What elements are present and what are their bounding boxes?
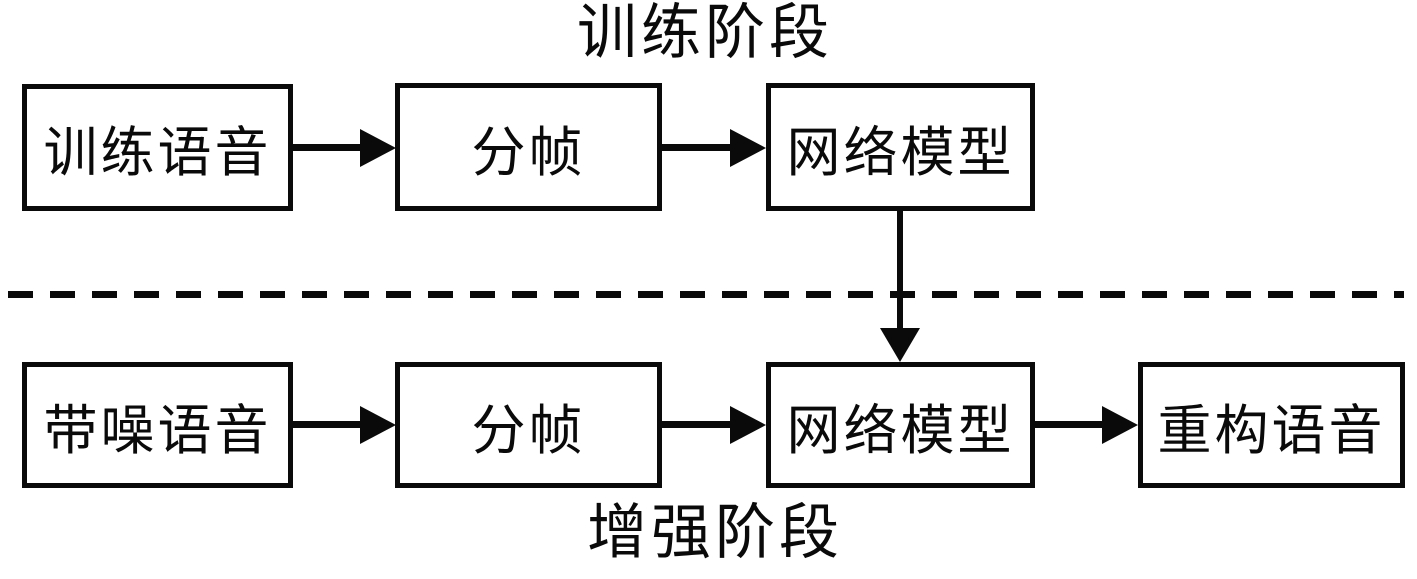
arrow-shaft <box>293 421 361 428</box>
arrowhead-right-icon <box>1102 406 1138 444</box>
node-train-speech-label: 训练语音 <box>43 123 272 183</box>
node-framing-train: 分帧 <box>395 83 662 211</box>
node-reconstructed-speech: 重构语音 <box>1138 362 1405 488</box>
node-framing-enhance: 分帧 <box>395 362 662 488</box>
arrow-shaft <box>1035 421 1103 428</box>
node-framing-train-label: 分帧 <box>471 122 586 183</box>
node-framing-enhance-label: 分帧 <box>471 400 586 461</box>
arrow-shaft <box>293 144 361 151</box>
node-reconstructed-speech-label: 重构语音 <box>1157 400 1386 461</box>
arrowhead-down-icon <box>880 328 920 362</box>
arrow-shaft <box>662 144 730 151</box>
arrowhead-right-icon <box>730 129 766 167</box>
node-noisy-speech: 带噪语音 <box>22 362 293 488</box>
node-network-enhance-label: 网络模型 <box>786 400 1015 461</box>
arrowhead-right-icon <box>360 406 396 444</box>
arrowhead-right-icon <box>730 406 766 444</box>
node-train-speech: 训练语音 <box>22 84 293 211</box>
phase-divider-dashed-line <box>8 291 1404 298</box>
arrow-shaft <box>662 421 730 428</box>
arrow-shaft <box>897 211 903 330</box>
arrowhead-right-icon <box>360 129 396 167</box>
node-noisy-speech-label: 带噪语音 <box>43 400 272 461</box>
enhancement-phase-title: 增强阶段 <box>587 500 843 566</box>
training-phase-title: 训练阶段 <box>577 0 833 66</box>
node-network-enhance: 网络模型 <box>766 362 1035 488</box>
node-network-train: 网络模型 <box>766 83 1035 211</box>
node-network-train-label: 网络模型 <box>786 122 1015 183</box>
